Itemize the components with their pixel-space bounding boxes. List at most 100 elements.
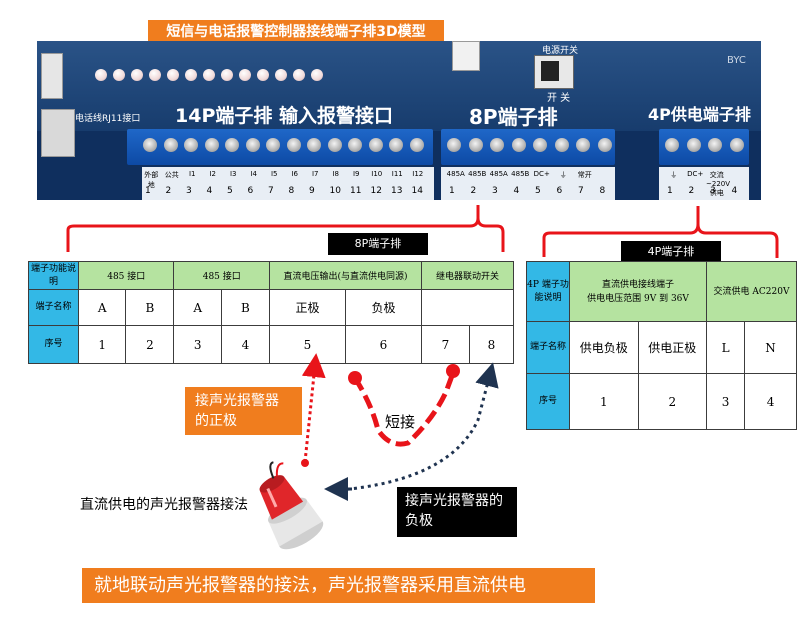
function-cell: 交流供电 AC220V: [706, 261, 797, 322]
pin-number: 2: [470, 186, 477, 196]
pin-label: I1: [188, 170, 196, 178]
pin-label: I10: [371, 170, 383, 178]
seq-cell: 2: [637, 373, 708, 430]
tag-8p-terminal: 8P端子排: [328, 233, 428, 255]
pin-number: 7: [268, 186, 274, 196]
pin-number: 11: [350, 186, 362, 196]
terminal-screw: [389, 138, 403, 152]
power-switch-state-label: 开 关: [547, 93, 571, 104]
function-cell: 直流电压输出(与直流供电同源): [269, 261, 422, 290]
pin-label: I12: [412, 170, 424, 178]
pin-number: 9: [309, 186, 315, 196]
led-indicator: [275, 69, 287, 81]
pin-number: 2: [688, 186, 695, 196]
pin-number: 10: [329, 186, 341, 196]
pin-label: I3: [229, 170, 237, 178]
seq-cell: 3: [173, 325, 222, 364]
terminal-screw: [490, 138, 504, 152]
power-switch-knob: [541, 61, 559, 81]
seq-cell: 3: [706, 373, 746, 430]
terminal-screw: [327, 138, 342, 152]
pin-number: 4: [513, 186, 520, 196]
table-4p-terminals: 4P 端子功能说明 直流供电接线端子 供电电压范围 9V 到 36V 交流供电 …: [526, 261, 797, 430]
seq-cell: 2: [125, 325, 175, 364]
pin-label: DC+: [687, 170, 704, 178]
controller-board-image: 电话线RJ11接口 14P端子排 输入报警接口 8P端子排 4P供电端子排 电源…: [37, 41, 761, 200]
led-indicator: [293, 69, 305, 81]
led-indicator: [113, 69, 125, 81]
terminal-screw: [533, 138, 547, 152]
pin-number: 7: [578, 186, 584, 196]
terminal-screw: [665, 138, 679, 152]
seq-cell: 4: [744, 373, 797, 430]
pin-label: I7: [311, 170, 319, 178]
board-8p-label: 8P端子排: [469, 105, 558, 129]
power-switch-label: 电源开关: [542, 46, 579, 56]
row-key-function: 端子功能说明: [28, 261, 79, 290]
positive-callout: 接声光报警器的正极: [185, 387, 302, 435]
seq-cell: 4: [220, 325, 271, 364]
pin-label: I2: [209, 170, 217, 178]
rj11-label: 电话线RJ11接口: [75, 114, 141, 124]
name-cell: A: [173, 289, 222, 326]
terminal-screw: [554, 138, 569, 152]
pin-label: 485A: [489, 170, 508, 178]
name-cell: A: [77, 289, 127, 326]
pin-number: 13: [391, 186, 403, 196]
row-key-function: 4P 端子功能说明: [526, 261, 570, 322]
tag-4p-terminal: 4P端子排: [621, 241, 721, 263]
row-key-name: 端子名称: [28, 289, 79, 326]
table-8p-terminals: 端子功能说明 485 接口 485 接口 直流电压输出(与直流供电同源) 继电器…: [28, 261, 514, 364]
led-indicator: [239, 69, 251, 81]
pin-number: 1: [145, 186, 151, 196]
seq-cell: 1: [569, 373, 639, 430]
name-cell: 供电负极: [569, 321, 639, 374]
pin-number: 8: [288, 186, 295, 196]
pin-number: 6: [556, 186, 563, 196]
pin-label: 常开: [577, 171, 592, 179]
function-cell: 继电器联动开关: [421, 261, 514, 290]
name-cell: 正极: [269, 289, 346, 326]
terminal-screw: [225, 138, 239, 152]
short-link-end: [446, 364, 460, 378]
name-cell: [421, 289, 514, 326]
dc-alarm-method-label: 直流供电的声光报警器接法: [80, 497, 248, 513]
terminal-screw: [447, 138, 461, 152]
name-cell: L: [706, 321, 746, 374]
row-key-name: 端子名称: [526, 321, 570, 374]
terminal-screw: [307, 138, 321, 152]
terminal-screw: [576, 138, 590, 152]
led-indicator: [131, 69, 143, 81]
short-link-end: [348, 371, 362, 385]
pin-number: 3: [186, 186, 192, 196]
terminal-screw: [245, 138, 260, 152]
pin-number: 3: [710, 186, 716, 196]
row-key-seq: 序号: [28, 325, 79, 364]
pin-number: 1: [667, 186, 673, 196]
terminal-screw: [511, 138, 526, 152]
pin-label: ⏚: [559, 171, 567, 179]
led-indicator: [311, 69, 323, 81]
name-cell: B: [220, 289, 271, 326]
pin-label: 公共: [164, 171, 179, 179]
led-indicator: [221, 69, 233, 81]
pin-label: ⏚: [670, 171, 678, 179]
function-cell: 485 接口: [173, 261, 270, 290]
led-indicator: [167, 69, 179, 81]
pin-number: 14: [411, 186, 423, 196]
board-14p-label: 14P端子排 输入报警接口: [175, 105, 393, 127]
row-key-seq: 序号: [526, 373, 570, 430]
terminal-screw: [468, 138, 483, 152]
seq-cell: 6: [345, 325, 422, 364]
brand-label: BYC: [727, 55, 746, 66]
pin-number: 4: [206, 186, 213, 196]
terminal-screw: [204, 138, 219, 152]
pin-label: DC+: [533, 170, 550, 178]
led-indicator: [149, 69, 161, 81]
sound-light-alarm-icon: [259, 461, 324, 550]
pin-label: I4: [250, 170, 258, 178]
pin-label: 外部地: [144, 171, 159, 189]
seq-cell: 1: [77, 325, 127, 364]
seq-cell: 5: [269, 325, 346, 364]
name-cell: 负极: [345, 289, 422, 326]
